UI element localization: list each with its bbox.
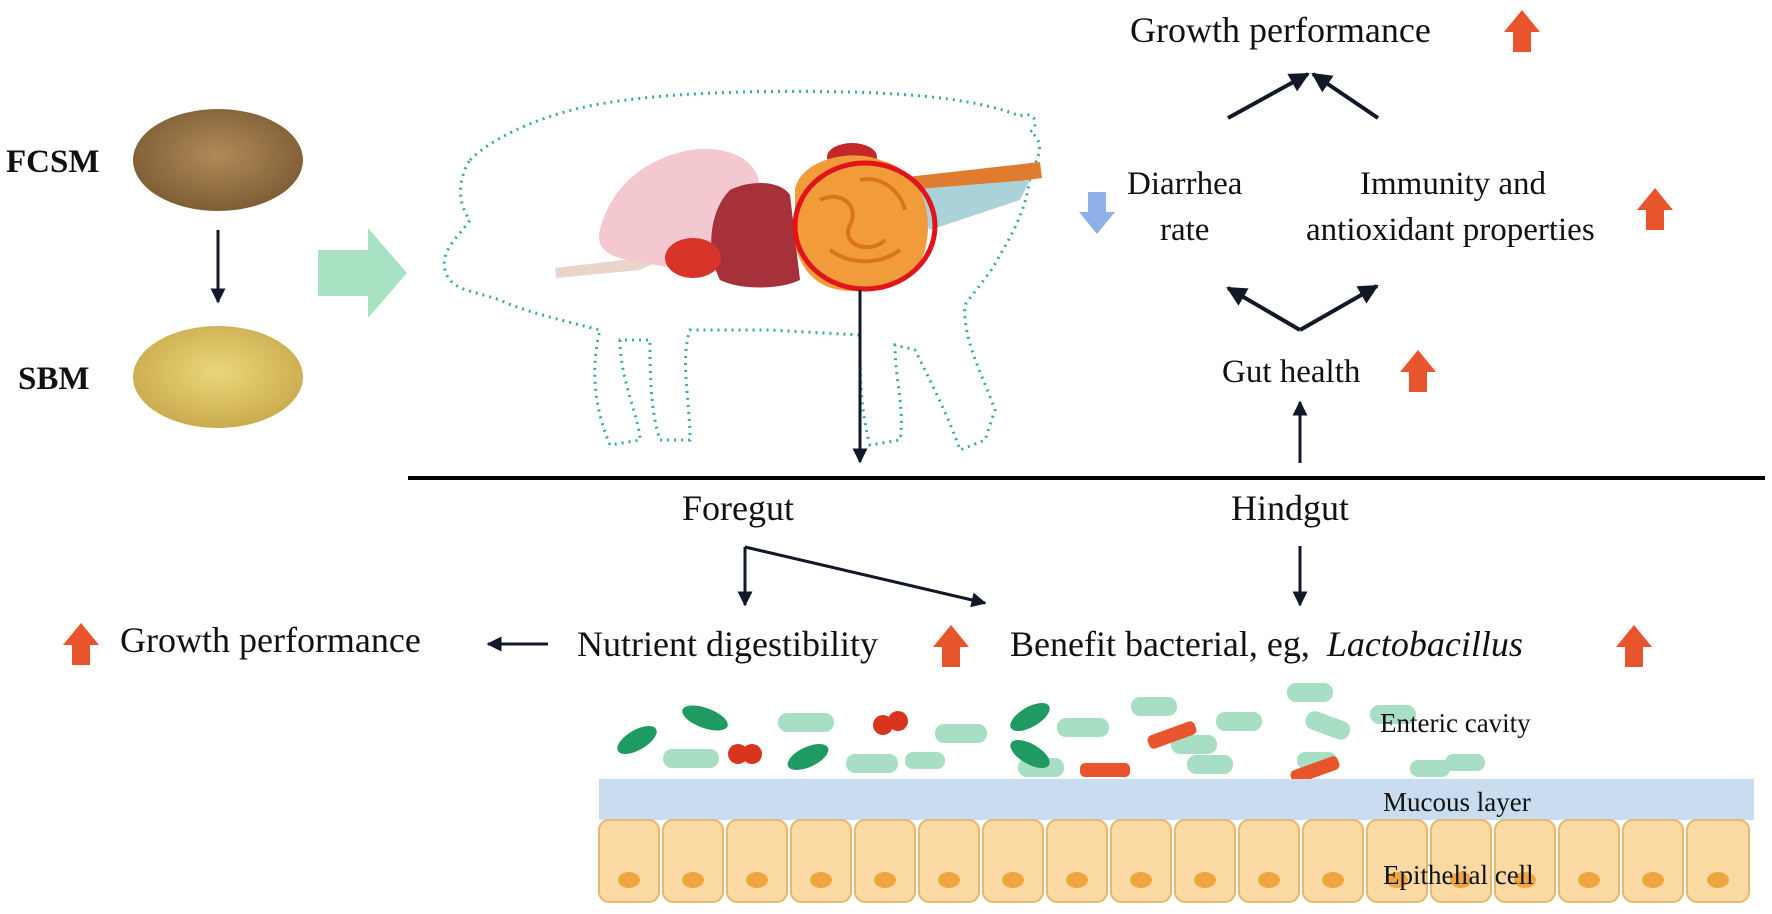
increase-arrow-nutrient	[933, 625, 969, 667]
sbm-image	[133, 326, 303, 428]
lactobacillus-label: Lactobacillus	[1326, 624, 1523, 664]
diarrhea-label-line1: Diarrhea	[1127, 166, 1243, 202]
immunity-label-line2: antioxidant properties	[1306, 212, 1595, 248]
heart	[665, 238, 721, 278]
increase-arrow-immunity	[1637, 188, 1673, 230]
diarrhea-to-growth-arrow	[1227, 72, 1310, 120]
bacteria-layer	[617, 683, 1485, 784]
foregut-to-bacteria-arrow	[744, 545, 987, 608]
nutrient-digestibility-label: Nutrient digestibility	[577, 624, 878, 664]
gut-health-label: Gut health	[1222, 354, 1361, 390]
sbm-label: SBM	[18, 361, 90, 397]
fcsm-label: FCSM	[6, 144, 100, 180]
immunity-to-growth-arrow	[1311, 72, 1380, 120]
foregut-label: Foregut	[682, 488, 794, 528]
increase-arrow-growth-top	[1504, 10, 1540, 52]
gut-to-diarrhea-arrow	[1226, 286, 1302, 332]
hindgut-label: Hindgut	[1231, 488, 1350, 528]
epithelial-cell-label: Epithelial cell	[1383, 860, 1534, 890]
fcsm-image	[133, 109, 303, 211]
intestine-folds	[819, 177, 907, 264]
diarrhea-label-line2: rate	[1160, 212, 1210, 248]
increase-arrow-bacteria	[1616, 625, 1652, 667]
growth-performance-left: Growth performance	[120, 620, 421, 660]
benefit-bacteria-prefix: Benefit bacterial, eg,	[1010, 624, 1310, 664]
mucous-layer	[599, 779, 1754, 820]
esophagus	[555, 248, 665, 278]
epithelial-cells	[598, 819, 1750, 903]
mucous-layer-label: Mucous layer	[1383, 787, 1531, 817]
increase-arrow-gut-health	[1400, 350, 1436, 392]
gut-to-immunity-arrow	[1299, 284, 1379, 332]
growth-performance-top: Growth performance	[1130, 10, 1431, 50]
increase-arrow-growth-left	[63, 623, 99, 665]
immunity-label-line1: Immunity and	[1360, 166, 1547, 202]
enteric-cavity-label: Enteric cavity	[1380, 708, 1531, 738]
feed-to-pig-arrow	[318, 228, 407, 318]
benefit-bacteria-label: Benefit bacterial, eg, Lactobacillus	[1010, 626, 1523, 662]
gut-highlight-ring	[792, 160, 938, 292]
decrease-arrow-diarrhea	[1079, 192, 1115, 234]
heart-liver	[711, 183, 800, 288]
